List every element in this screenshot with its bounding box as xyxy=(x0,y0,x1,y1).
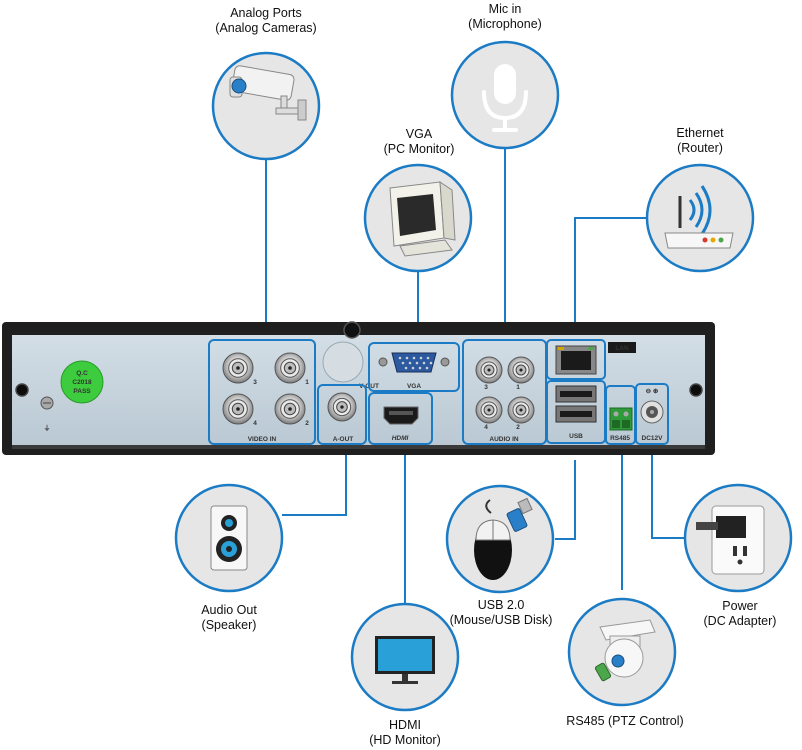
vga-pin xyxy=(432,366,436,370)
video-bnc-connector-4 xyxy=(222,393,254,425)
circle-vga xyxy=(363,163,473,273)
vga-pin xyxy=(404,366,408,370)
audio-in-ports: 3 1 4 2 AUDIO IN xyxy=(462,339,547,445)
audio-in-label: AUDIO IN xyxy=(489,436,519,443)
vga-pin xyxy=(415,361,419,365)
audio-out-label: Audio Out(Speaker) xyxy=(201,603,257,632)
analog-ports-label: Analog Ports(Analog Cameras) xyxy=(215,6,317,35)
qc-text-line1: Q.C xyxy=(76,370,88,377)
audio-bnc-connector-1 xyxy=(507,356,535,384)
ethernet-label: Ethernet(Router) xyxy=(676,126,724,155)
video-bnc-connector-2 xyxy=(274,393,306,425)
audio-bnc-connector-4 xyxy=(475,396,503,424)
vga-pin xyxy=(422,361,426,365)
video-in-ports: 3 1 4 2 VIDEO IN xyxy=(208,339,316,445)
hdmi-port-label: HDMI xyxy=(392,435,409,442)
lan-port: LAN xyxy=(546,339,636,380)
audio-port-number-2: 2 xyxy=(516,424,520,431)
a-out-port: A-OUT xyxy=(317,384,367,445)
dc12v-port: ⊖ ⊕ DC12V xyxy=(635,383,669,445)
svg-text:⏚: ⏚ xyxy=(44,424,51,432)
a-out-label: A-OUT xyxy=(333,436,354,443)
circle-rs485 xyxy=(567,597,677,707)
qc-text-line3: PASS xyxy=(73,388,91,395)
connector-lines xyxy=(265,148,686,604)
video-port-number-3: 3 xyxy=(253,379,257,386)
vga-pin xyxy=(429,361,433,365)
vga-pin xyxy=(401,361,405,365)
a-out-bnc-connector xyxy=(327,392,357,422)
usb-port-label: USB xyxy=(569,433,583,440)
vga-pin xyxy=(405,356,409,360)
hd-monitor-icon xyxy=(375,636,435,684)
mouse-icon xyxy=(474,497,533,580)
vga-pin xyxy=(419,356,423,360)
power-label: Power(DC Adapter) xyxy=(703,599,777,628)
vga-pin xyxy=(418,366,422,370)
vga-port-label: VGA xyxy=(407,383,421,390)
mic-in-label: Mic in(Microphone) xyxy=(468,2,542,31)
vga-pin xyxy=(425,366,429,370)
hdmi-label: HDMI(HD Monitor) xyxy=(369,718,441,747)
circle-mic xyxy=(450,40,560,150)
circle-ethernet xyxy=(645,163,755,273)
hdmi-port: HDMI xyxy=(368,392,433,445)
audio-bnc-connector-2 xyxy=(507,396,535,424)
security-camera-icon xyxy=(229,65,307,121)
circle-usb xyxy=(445,484,555,594)
pc-monitor-icon xyxy=(389,181,456,257)
video-port-number-1: 1 xyxy=(305,379,309,386)
ptz-camera-icon xyxy=(594,619,656,682)
svg-text:⊖ ⊕: ⊖ ⊕ xyxy=(646,388,659,395)
audio-bnc-connector-3 xyxy=(475,356,503,384)
circle-hdmi xyxy=(350,602,460,712)
vga-pin xyxy=(426,356,430,360)
vga-pin xyxy=(411,366,415,370)
rs485-port-label: RS485 xyxy=(610,435,630,442)
dc12v-label: DC12V xyxy=(642,435,664,442)
video-port-number-2: 2 xyxy=(305,420,309,427)
video-port-number-4: 4 xyxy=(253,420,257,427)
speaker-icon xyxy=(210,505,248,571)
vga-label: VGA(PC Monitor) xyxy=(383,127,455,156)
vga-pin xyxy=(408,361,412,365)
power-outlet-icon xyxy=(696,505,765,575)
audio-port-number-3: 3 xyxy=(484,384,488,391)
rs485-port: RS485 xyxy=(605,385,636,445)
circle-audio-out xyxy=(174,483,284,593)
video-in-label: VIDEO IN xyxy=(248,436,277,443)
circle-analog xyxy=(211,51,321,161)
vga-port: VGA xyxy=(368,342,460,392)
audio-port-number-1: 1 xyxy=(516,384,520,391)
video-bnc-connector-1 xyxy=(274,352,306,384)
video-bnc-connector-3 xyxy=(222,352,254,384)
microphone-icon xyxy=(482,64,528,132)
vga-pin xyxy=(412,356,416,360)
audio-port-number-4: 4 xyxy=(484,424,488,431)
lan-label: LAN xyxy=(615,345,629,352)
qc-pass-sticker: Q.C C2018 PASS xyxy=(60,360,104,404)
usb-label: USB 2.0(Mouse/USB Disk) xyxy=(449,598,553,627)
qc-text-line2: C2018 xyxy=(72,379,92,386)
vga-pin xyxy=(398,356,402,360)
router-icon xyxy=(664,185,734,249)
rs485-label: RS485 (PTZ Control) xyxy=(566,714,684,728)
circle-power xyxy=(683,483,793,593)
